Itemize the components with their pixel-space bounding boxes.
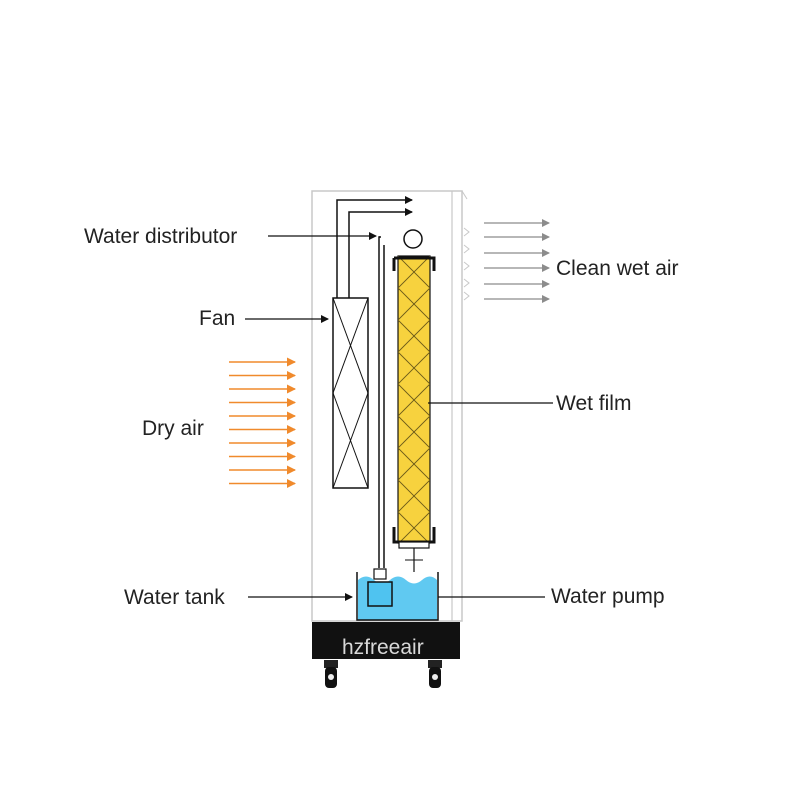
label-water-tank: Water tank [124, 586, 225, 609]
wet-film [392, 255, 436, 572]
clean-wet-air-arrows [484, 219, 550, 303]
cabinet-base [312, 622, 460, 659]
film-hatch-line [398, 351, 430, 385]
wheel-left-icon [324, 660, 338, 688]
film-hatch-line [398, 415, 430, 449]
outlet-grille [463, 227, 470, 301]
label-water-distributor: Water distributor [84, 225, 238, 248]
watermark: hzfreeair [342, 636, 424, 659]
film-hatch-line [398, 383, 430, 417]
label-dry-air: Dry air [142, 417, 204, 440]
water-pipe [378, 236, 385, 568]
label-water-pump: Water pump [551, 585, 665, 608]
air-duct [336, 196, 413, 298]
film-hatch-line [398, 511, 430, 543]
fan [332, 297, 369, 489]
film-hatch-line [398, 256, 430, 289]
film-hatch-line [398, 287, 430, 321]
wheel-right-icon [428, 660, 442, 688]
label-fan: Fan [199, 307, 236, 330]
water-pump-icon [367, 568, 393, 607]
film-hatch-line [398, 319, 430, 353]
label-clean-wet-air: Clean wet air [556, 257, 679, 280]
label-wet-film: Wet film [556, 392, 632, 415]
leader-lines [245, 232, 553, 601]
film-hatch-line [398, 479, 430, 513]
water-distributor [403, 229, 423, 249]
dry-air-arrows [229, 357, 296, 488]
film-hatch-line [398, 447, 430, 481]
